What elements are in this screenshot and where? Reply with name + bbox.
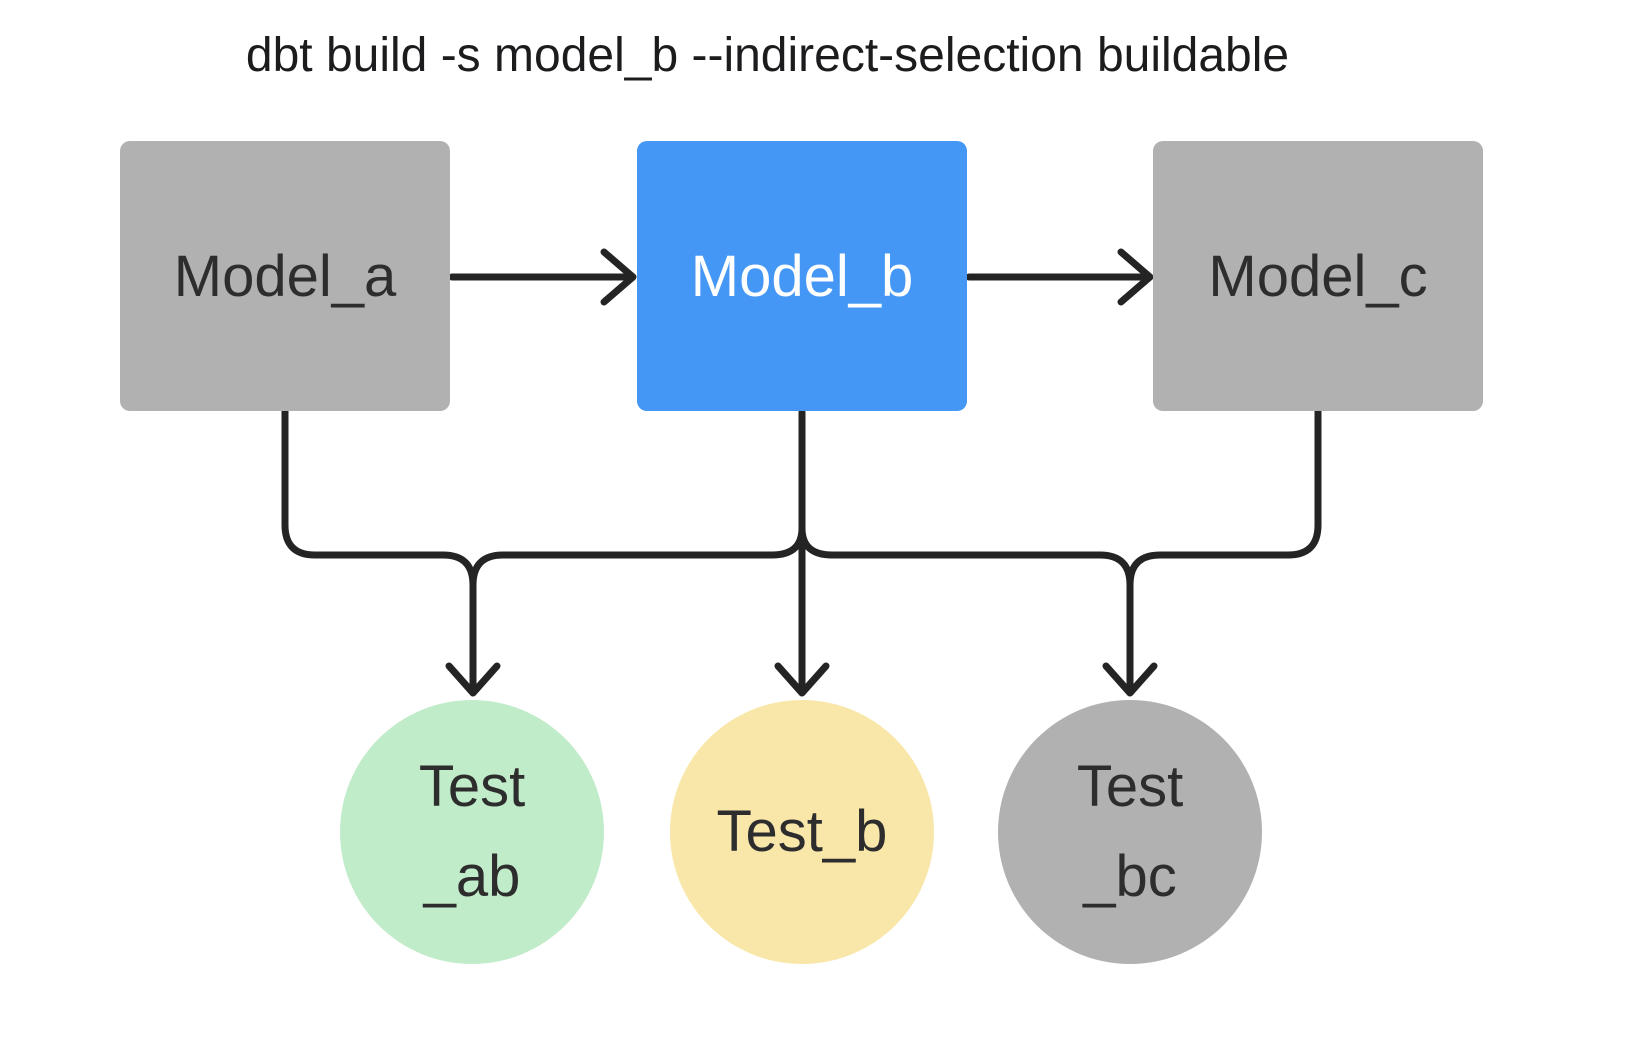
node-model-a: Model_a — [120, 141, 450, 411]
node-model-b-label: Model_b — [690, 243, 914, 309]
node-model-c: Model_c — [1153, 141, 1483, 411]
edge-bus-model-b-to-test-bc-arrow — [798, 524, 1158, 697]
edge-model-a-to-model-b-arrow — [448, 248, 637, 306]
node-test-bc-label-line2: _bc — [1083, 844, 1177, 909]
node-test-bc-label-line1: Test — [1076, 754, 1184, 819]
node-test-ab-label-line1: Test — [418, 754, 526, 819]
edge-model-c-to-test-bc — [1126, 407, 1322, 589]
edge-model-b-to-test-b-arrow — [774, 408, 830, 697]
node-test-bc: Test _bc — [998, 700, 1262, 964]
node-model-a-label: Model_a — [173, 243, 397, 309]
edge-bus-test-ab-to-model-b — [469, 524, 806, 589]
edge-model-b-to-model-c-arrow — [965, 248, 1154, 306]
node-model-b: Model_b — [637, 141, 967, 411]
diagram-title: dbt build -s model_b --indirect-selectio… — [245, 29, 1290, 82]
edge-model-a-to-test-ab-arrow — [281, 407, 501, 697]
node-test-b: Test_b — [670, 700, 934, 964]
node-test-ab: Test _ab — [340, 700, 604, 964]
node-test-b-label-line1: Test_b — [716, 799, 888, 864]
node-model-c-label: Model_c — [1208, 243, 1428, 309]
node-test-ab-label-line2: _ab — [423, 844, 521, 909]
